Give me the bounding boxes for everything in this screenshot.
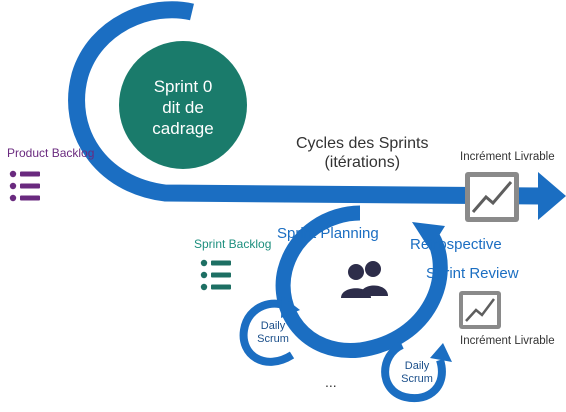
daily-scrum-left-line2: Scrum	[257, 333, 289, 345]
product-backlog-list-icon	[9, 170, 40, 202]
product-backlog-label: Product Backlog	[7, 146, 95, 160]
increment-bottom-label: Incrément Livrable	[460, 335, 555, 347]
increment-top-label: Incrément Livrable	[460, 151, 555, 163]
sprint-cycle-loop	[275, 205, 448, 358]
sprint0-line1: Sprint 0	[153, 77, 213, 96]
cycles-line2: (itérations)	[324, 154, 401, 171]
main-arrow-head	[538, 172, 566, 220]
daily-scrum-right-line2: Scrum	[401, 373, 433, 385]
increment-chart-icon-bottom	[459, 291, 501, 329]
ellipsis-label: ...	[325, 374, 337, 390]
retrospective-label: Rétrospective	[410, 236, 502, 253]
daily-scrum-arrow-right	[430, 343, 452, 362]
sprint0-spiral-arc	[68, 1, 541, 205]
daily-scrum-left-line1: Daily	[260, 320, 286, 332]
cycle-arrow-head	[412, 222, 445, 250]
daily-scrum-loop-left	[239, 299, 295, 366]
sprint-backlog-list-icon	[200, 259, 231, 291]
team-icon	[341, 261, 388, 298]
increment-chart-icon-top	[465, 172, 519, 222]
sprint-backlog-label: Sprint Backlog	[194, 237, 272, 251]
sprint-planning-label: Sprint Planning	[277, 225, 379, 242]
sprint0-label: Sprint 0 dit de cadrage	[128, 76, 238, 139]
daily-scrum-right-line1: Daily	[404, 360, 430, 372]
daily-scrum-left-label: Daily Scrum	[254, 320, 292, 346]
daily-scrum-arrow-left	[281, 296, 300, 318]
daily-scrum-loop-right	[381, 341, 446, 403]
daily-scrum-right-label: Daily Scrum	[398, 360, 436, 386]
sprint-review-label: Sprint Review	[426, 265, 519, 282]
sprint0-line2: dit de	[162, 98, 204, 117]
sprint0-line3: cadrage	[152, 119, 214, 138]
sprint0-circle	[119, 41, 247, 169]
cycles-label: Cycles des Sprints (itérations)	[296, 134, 429, 172]
cycles-line1: Cycles des Sprints	[296, 135, 429, 152]
